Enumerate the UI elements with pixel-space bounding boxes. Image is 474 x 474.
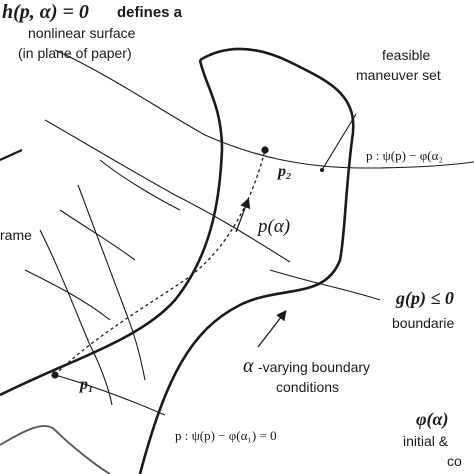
- curve-bottom-label: p : ψ(p) − φ(α₁) = 0: [175, 428, 277, 443]
- surface-label-line2: nonlinear surface: [28, 25, 136, 41]
- feasible-label-line1: feasible: [382, 47, 430, 63]
- point-p1: [51, 371, 59, 379]
- curve-top-label: p : ψ(p) − φ(α₂: [366, 148, 443, 163]
- alpha-label-line2: conditions: [276, 379, 339, 395]
- point-p2: [261, 146, 269, 154]
- level-curve-4: [59, 209, 136, 261]
- level-curve-steep-2: [39, 229, 113, 406]
- surface-label-line3: (in plane of paper): [18, 45, 132, 61]
- level-curve-top-extension: [364, 161, 474, 169]
- frame-fragment-label: rame: [0, 227, 32, 243]
- p-alpha-label: p(α): [256, 216, 290, 237]
- phi-fragment-label: φ(α): [416, 409, 448, 430]
- feasible-pointer-line: [321, 113, 357, 171]
- p2-label: p₂: [276, 163, 292, 180]
- feasible-label-line2: maneuver set: [356, 67, 441, 83]
- level-curve-top: [54, 49, 366, 169]
- surface-left-edge: [0, 59, 224, 397]
- surface-equation: h(p, α) = 0: [2, 1, 89, 23]
- boundary-arrow: [257, 309, 287, 348]
- trajectory-arrow: [235, 197, 251, 233]
- initial-fragment-label: initial &: [403, 433, 449, 449]
- boundary-fragment-label: boundarie: [392, 315, 454, 331]
- trajectory-path: [54, 149, 266, 376]
- constraint-curve: [269, 269, 381, 301]
- level-curve-steep-1: [77, 184, 146, 381]
- co-fragment-label: co: [447, 453, 462, 469]
- frame-tick-mark: [0, 148, 23, 162]
- level-curve-2: [44, 119, 291, 263]
- p1-label: p₁: [78, 376, 94, 393]
- level-curve-bottom: [54, 374, 166, 416]
- alpha-symbol: α: [243, 355, 254, 377]
- surface-lower-edge: [0, 425, 111, 474]
- feasible-pointer-dot: [320, 168, 324, 172]
- alpha-label-line1: -varying boundary: [258, 359, 370, 375]
- surface-label-tail: defines a: [117, 4, 183, 21]
- feasible-set-boundary: [138, 47, 355, 474]
- level-curve-5: [24, 269, 111, 321]
- level-curve-3: [99, 159, 181, 211]
- constraint-label: g(p) ≤ 0: [395, 288, 454, 309]
